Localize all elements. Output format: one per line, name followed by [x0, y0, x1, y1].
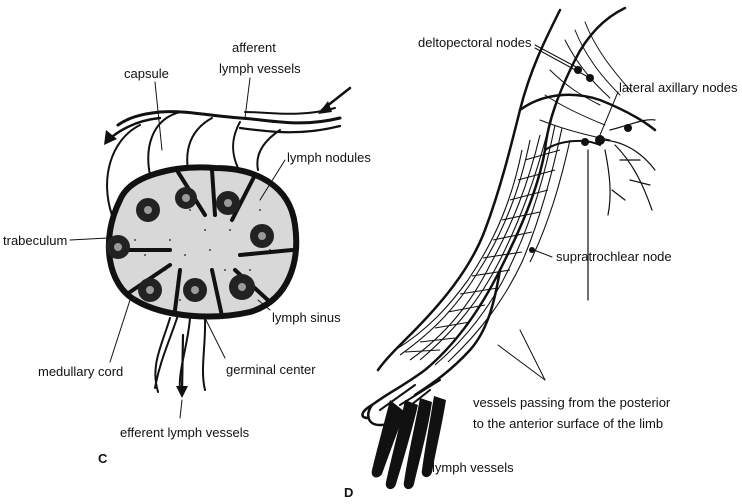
label-medullary-cord: medullary cord — [38, 364, 123, 379]
label-vessels-line1: vessels passing from the posterior — [473, 395, 671, 410]
label-vessels-line2: to the anterior surface of the limb — [473, 416, 663, 431]
panel-letter-d: D — [344, 485, 353, 499]
label-lateral-axillary: lateral axillary nodes — [619, 80, 738, 95]
label-capsule: capsule — [124, 66, 169, 81]
label-efferent: efferent lymph vessels — [120, 425, 250, 440]
label-lymph-sinus: lymph sinus — [272, 310, 341, 325]
label-trabeculum: trabeculum — [3, 233, 67, 248]
label-lymph-nodules: lymph nodules — [287, 150, 371, 165]
label-afferent-line2: lymph vessels — [219, 61, 301, 76]
panel-letter-c: C — [98, 451, 108, 466]
label-germinal-center: germinal center — [226, 362, 316, 377]
lymph-node-illustration — [104, 88, 350, 398]
label-deltopectoral: deltopectoral nodes — [418, 35, 532, 50]
label-supratrochlear: supratrochlear node — [556, 249, 672, 264]
label-lymph-vessels: lymph vessels — [432, 460, 514, 475]
label-afferent-line1: afferent — [232, 40, 276, 55]
